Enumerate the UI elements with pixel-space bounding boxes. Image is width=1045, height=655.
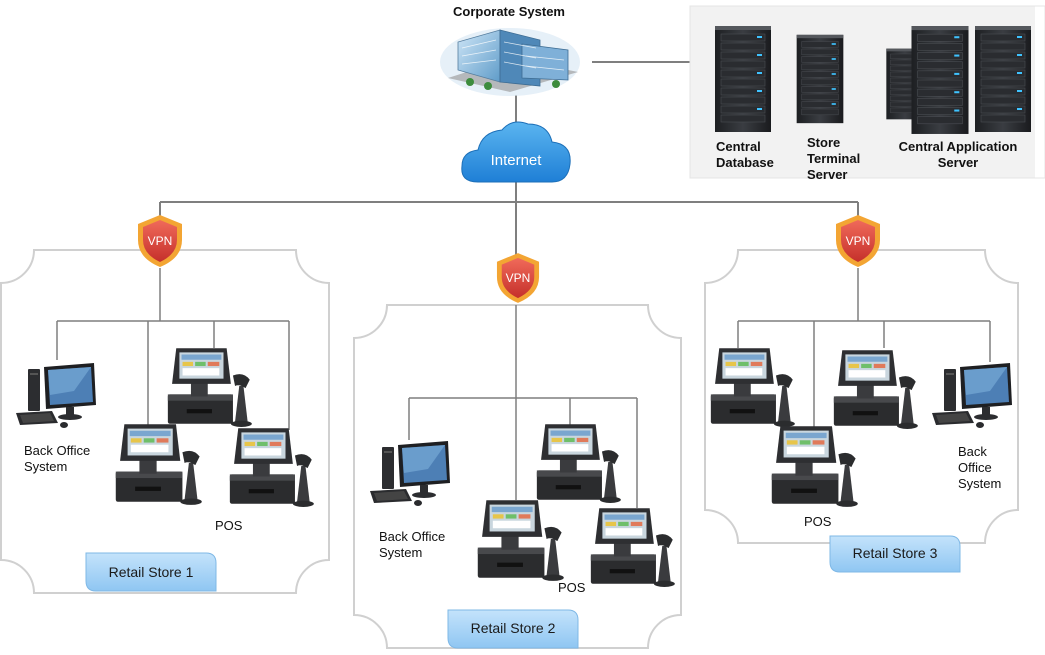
svg-text:Back Office: Back Office (24, 443, 90, 458)
central-database-label: Central Database (716, 139, 774, 170)
svg-text:Retail Store 2: Retail Store 2 (471, 620, 556, 636)
svg-text:Store: Store (807, 135, 840, 150)
connection-lines (159, 61, 859, 255)
svg-text:Server: Server (938, 155, 978, 170)
central-application-server-label: Central Application Server (899, 139, 1018, 170)
store-3-pos-label: POS (804, 514, 832, 529)
central-database-server-icon (714, 25, 772, 133)
store-1-back-office-label: Back Office System (24, 443, 90, 474)
store-lines (56, 268, 991, 508)
svg-text:Back Office: Back Office (379, 529, 445, 544)
store-terminal-server-icon (796, 34, 844, 124)
vpn-shield-store-3-icon: VPN (836, 215, 880, 267)
corporate-building-icon (440, 28, 580, 96)
svg-text:VPN: VPN (846, 234, 871, 248)
vpn-shield-store-1-icon: VPN (138, 215, 182, 267)
svg-text:Retail Store 1: Retail Store 1 (109, 564, 194, 580)
store-terminal-server-label: Store Terminal Server (807, 135, 860, 182)
svg-text:VPN: VPN (506, 271, 531, 285)
store-1-pos-label: POS (215, 518, 243, 533)
svg-text:Back: Back (958, 444, 987, 459)
svg-text:Central Application: Central Application (899, 139, 1018, 154)
internet-cloud-icon (461, 121, 571, 183)
svg-text:System: System (24, 459, 67, 474)
vpn-shield-store-2-icon: VPN (496, 253, 540, 303)
svg-text:System: System (958, 476, 1001, 491)
svg-text:Terminal: Terminal (807, 151, 860, 166)
store-1-name-tag: Retail Store 1 (85, 552, 217, 592)
svg-text:System: System (379, 545, 422, 560)
store-3-name-tag: Retail Store 3 (829, 535, 961, 573)
store-2-pos-label: POS (558, 580, 586, 595)
internet-label: Internet (491, 152, 543, 169)
app-server-rack-right-icon (974, 25, 1032, 133)
app-server-rack-center-icon (910, 25, 970, 135)
svg-text:Central: Central (716, 139, 761, 154)
svg-text:Office: Office (958, 460, 992, 475)
corporate-system-title: Corporate System (453, 4, 565, 19)
svg-text:Server: Server (807, 167, 847, 182)
store-2-name-tag: Retail Store 2 (447, 609, 579, 649)
store-3-back-office-label: Back Office System (958, 444, 1001, 491)
svg-text:VPN: VPN (148, 234, 173, 248)
store-2-back-office-label: Back Office System (379, 529, 445, 560)
svg-text:Database: Database (716, 155, 774, 170)
store-box-1 (0, 249, 330, 594)
svg-text:Retail Store 3: Retail Store 3 (853, 545, 938, 561)
